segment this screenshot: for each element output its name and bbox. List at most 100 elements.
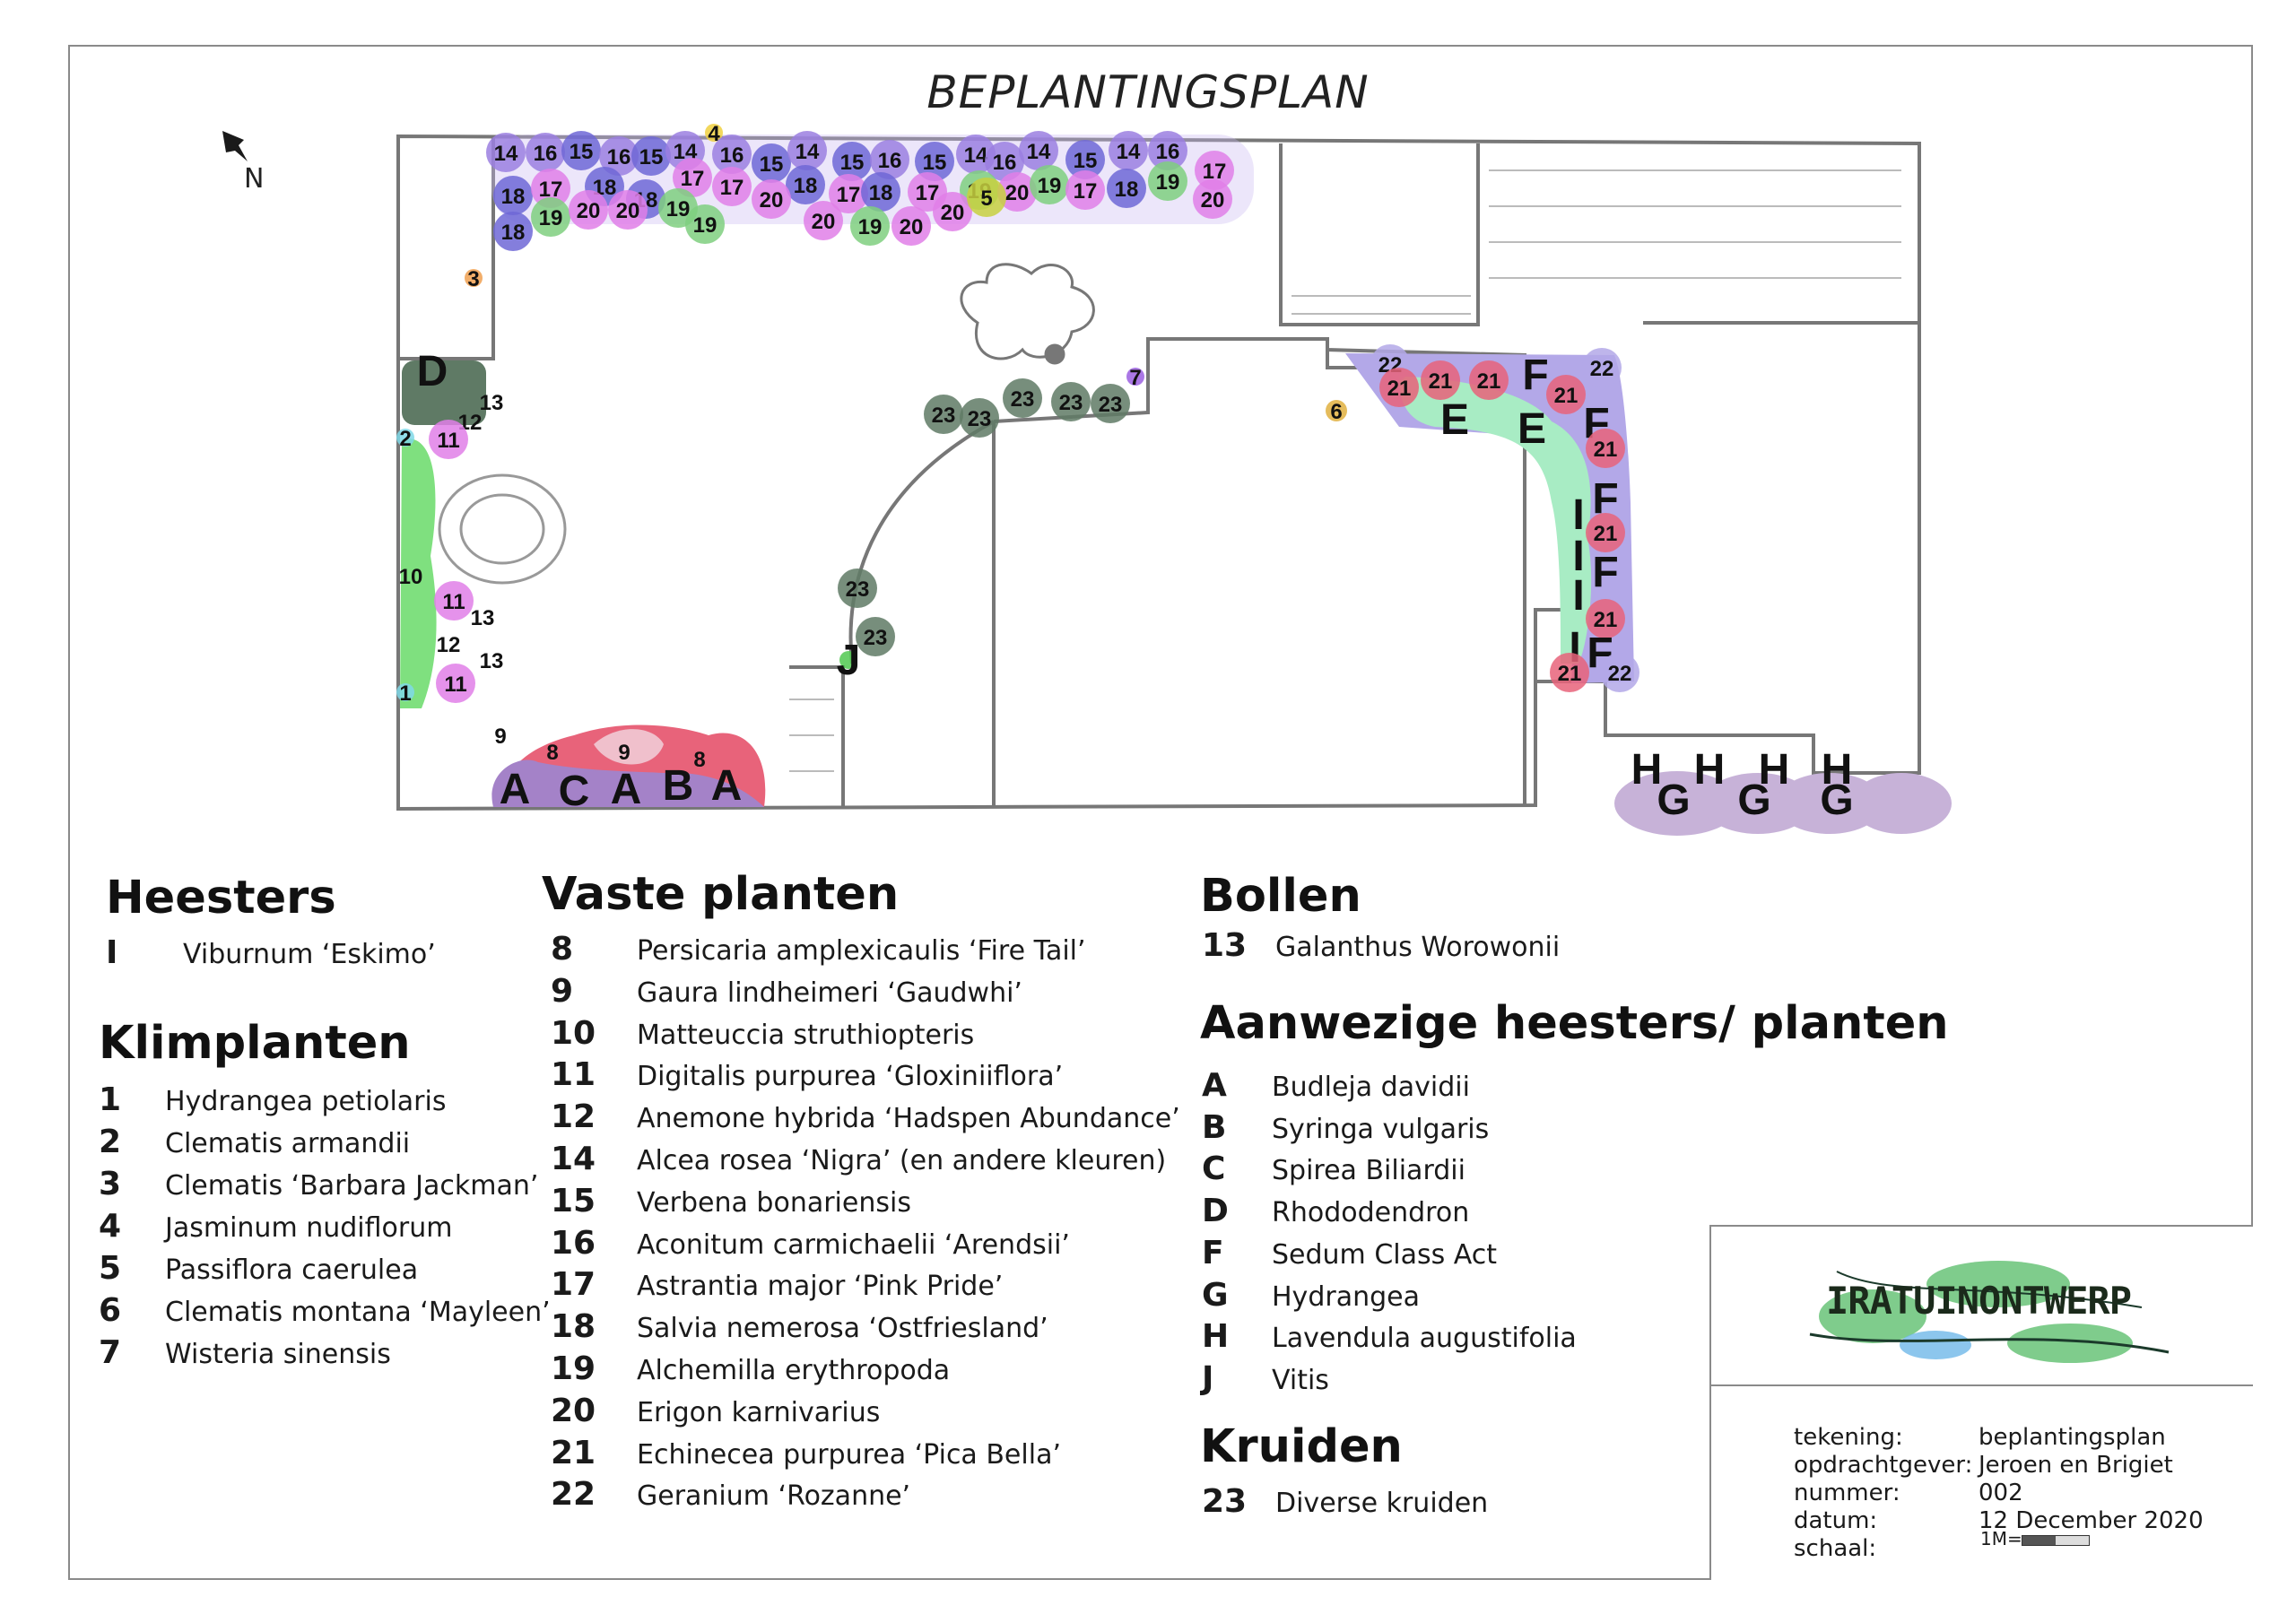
plant-label: 21: [1594, 438, 1618, 462]
plant-marker: [870, 140, 909, 179]
title-block-value: Jeroen en Brigiet: [1979, 1452, 2173, 1479]
legend-code: 16: [551, 1224, 596, 1262]
plant-marker: [1091, 384, 1130, 423]
plant-label: I: [1572, 533, 1584, 580]
legend-code: B: [1202, 1108, 1227, 1146]
plant-label: 20: [1201, 188, 1225, 213]
legend-code: 23: [1202, 1483, 1248, 1520]
drawing-sheet: [68, 45, 2253, 1580]
plant-label: 11: [437, 429, 459, 453]
plant-label: 16: [878, 149, 902, 173]
legend-name: Clematis ‘Barbara Jackman’: [165, 1170, 539, 1202]
legend-code: 6: [99, 1292, 122, 1329]
plant-label: 23: [1059, 391, 1083, 415]
legend-code: 11: [551, 1056, 596, 1094]
plant-label: 14: [964, 143, 988, 168]
plant-label: 21: [1554, 384, 1578, 408]
plant-label: 4: [708, 122, 720, 146]
legend-code: 12: [551, 1098, 596, 1136]
plant-label: 23: [968, 407, 992, 431]
legend-name: Sedum Class Act: [1272, 1238, 1498, 1271]
legend-name: Passiflora caerulea: [165, 1254, 419, 1286]
legend-code: 3: [99, 1166, 122, 1202]
category-klimplanten-title: Klimplanten: [99, 1017, 411, 1070]
title-block-label: schaal:: [1794, 1535, 1877, 1562]
plant-marker: [891, 206, 931, 246]
plant-label: 20: [1005, 181, 1030, 205]
legend-name: Astrantia major ‘Pink Pride’: [637, 1271, 1004, 1303]
legend-code: C: [1202, 1150, 1226, 1188]
legend-code: 13: [1202, 927, 1248, 964]
plant-marker: [531, 197, 570, 237]
plant-marker: [434, 581, 474, 621]
plant-label: A: [611, 766, 642, 813]
plant-marker: [1051, 382, 1091, 421]
plant-marker: [685, 204, 725, 244]
plant-label: 1: [399, 681, 411, 706]
legend-name: Alcea rosea ‘Nigra’ (en andere kleuren): [637, 1145, 1167, 1176]
plant-label: I: [1572, 572, 1584, 620]
legend-code: F: [1202, 1234, 1224, 1271]
legend-name: Wisteria sinensis: [165, 1339, 391, 1370]
legend-name: Clematis armandii: [165, 1128, 411, 1159]
plant-marker: [526, 133, 565, 172]
plant-label: 15: [923, 151, 947, 175]
plant-label: 5: [980, 187, 992, 211]
plant-label: 17: [916, 181, 940, 205]
plant-label: 15: [639, 145, 664, 169]
plant-label: 18: [1115, 178, 1139, 202]
plant-label: 20: [900, 215, 924, 239]
plant-label: 12: [437, 633, 461, 657]
title-block-divider: [1711, 1384, 2253, 1386]
legend-code: 20: [551, 1392, 596, 1429]
plant-label: 11: [444, 673, 466, 697]
plant-marker: [436, 664, 475, 703]
plant-marker: [493, 176, 533, 215]
legend-name: Gaura lindheimeri ‘Gaudwhi’: [637, 976, 1022, 1009]
plant-label: F: [1592, 549, 1618, 596]
plant-label: A: [500, 766, 531, 813]
legend-name: Matteuccia struthiopteris: [637, 1019, 975, 1051]
legend-row-vaste_planten: 11 Digitalis purpurea ‘Gloxiniiflora’: [551, 1056, 1063, 1093]
plant-label: G: [1737, 777, 1770, 824]
plant-label: D: [417, 348, 448, 395]
legend-code: 18: [551, 1308, 596, 1346]
plant-label: A: [711, 762, 743, 810]
plant-marker: [786, 165, 825, 204]
plant-marker: [608, 190, 648, 230]
legend-name: Galanthus Worowonii: [1275, 932, 1561, 963]
plant-label: 14: [1027, 140, 1051, 164]
plant-label: 16: [720, 143, 744, 168]
plant-label: H: [1694, 746, 1726, 794]
legend-name: Clematis montana ‘Mayleen’: [165, 1297, 551, 1328]
category-bollen-title: Bollen: [1200, 870, 1361, 923]
plant-marker: [804, 201, 843, 240]
legend-code: J: [1202, 1359, 1214, 1397]
plant-label: 9: [618, 741, 630, 765]
plant-label: E: [1440, 396, 1469, 444]
plant-label: 15: [760, 152, 784, 177]
plant-label: 20: [616, 199, 640, 223]
legend-code: 21: [551, 1434, 596, 1471]
plant-marker: [985, 142, 1024, 181]
plant-label: 10: [399, 565, 423, 589]
plant-label: 21: [1477, 369, 1501, 394]
plant-label: 15: [1074, 149, 1098, 173]
plant-marker: [850, 206, 890, 246]
legend-code: 4: [99, 1208, 122, 1245]
plant-marker: [465, 269, 483, 287]
plant-label: I: [1572, 491, 1584, 539]
legend-name: Digitalis purpurea ‘Gloxiniiflora’: [637, 1061, 1064, 1093]
